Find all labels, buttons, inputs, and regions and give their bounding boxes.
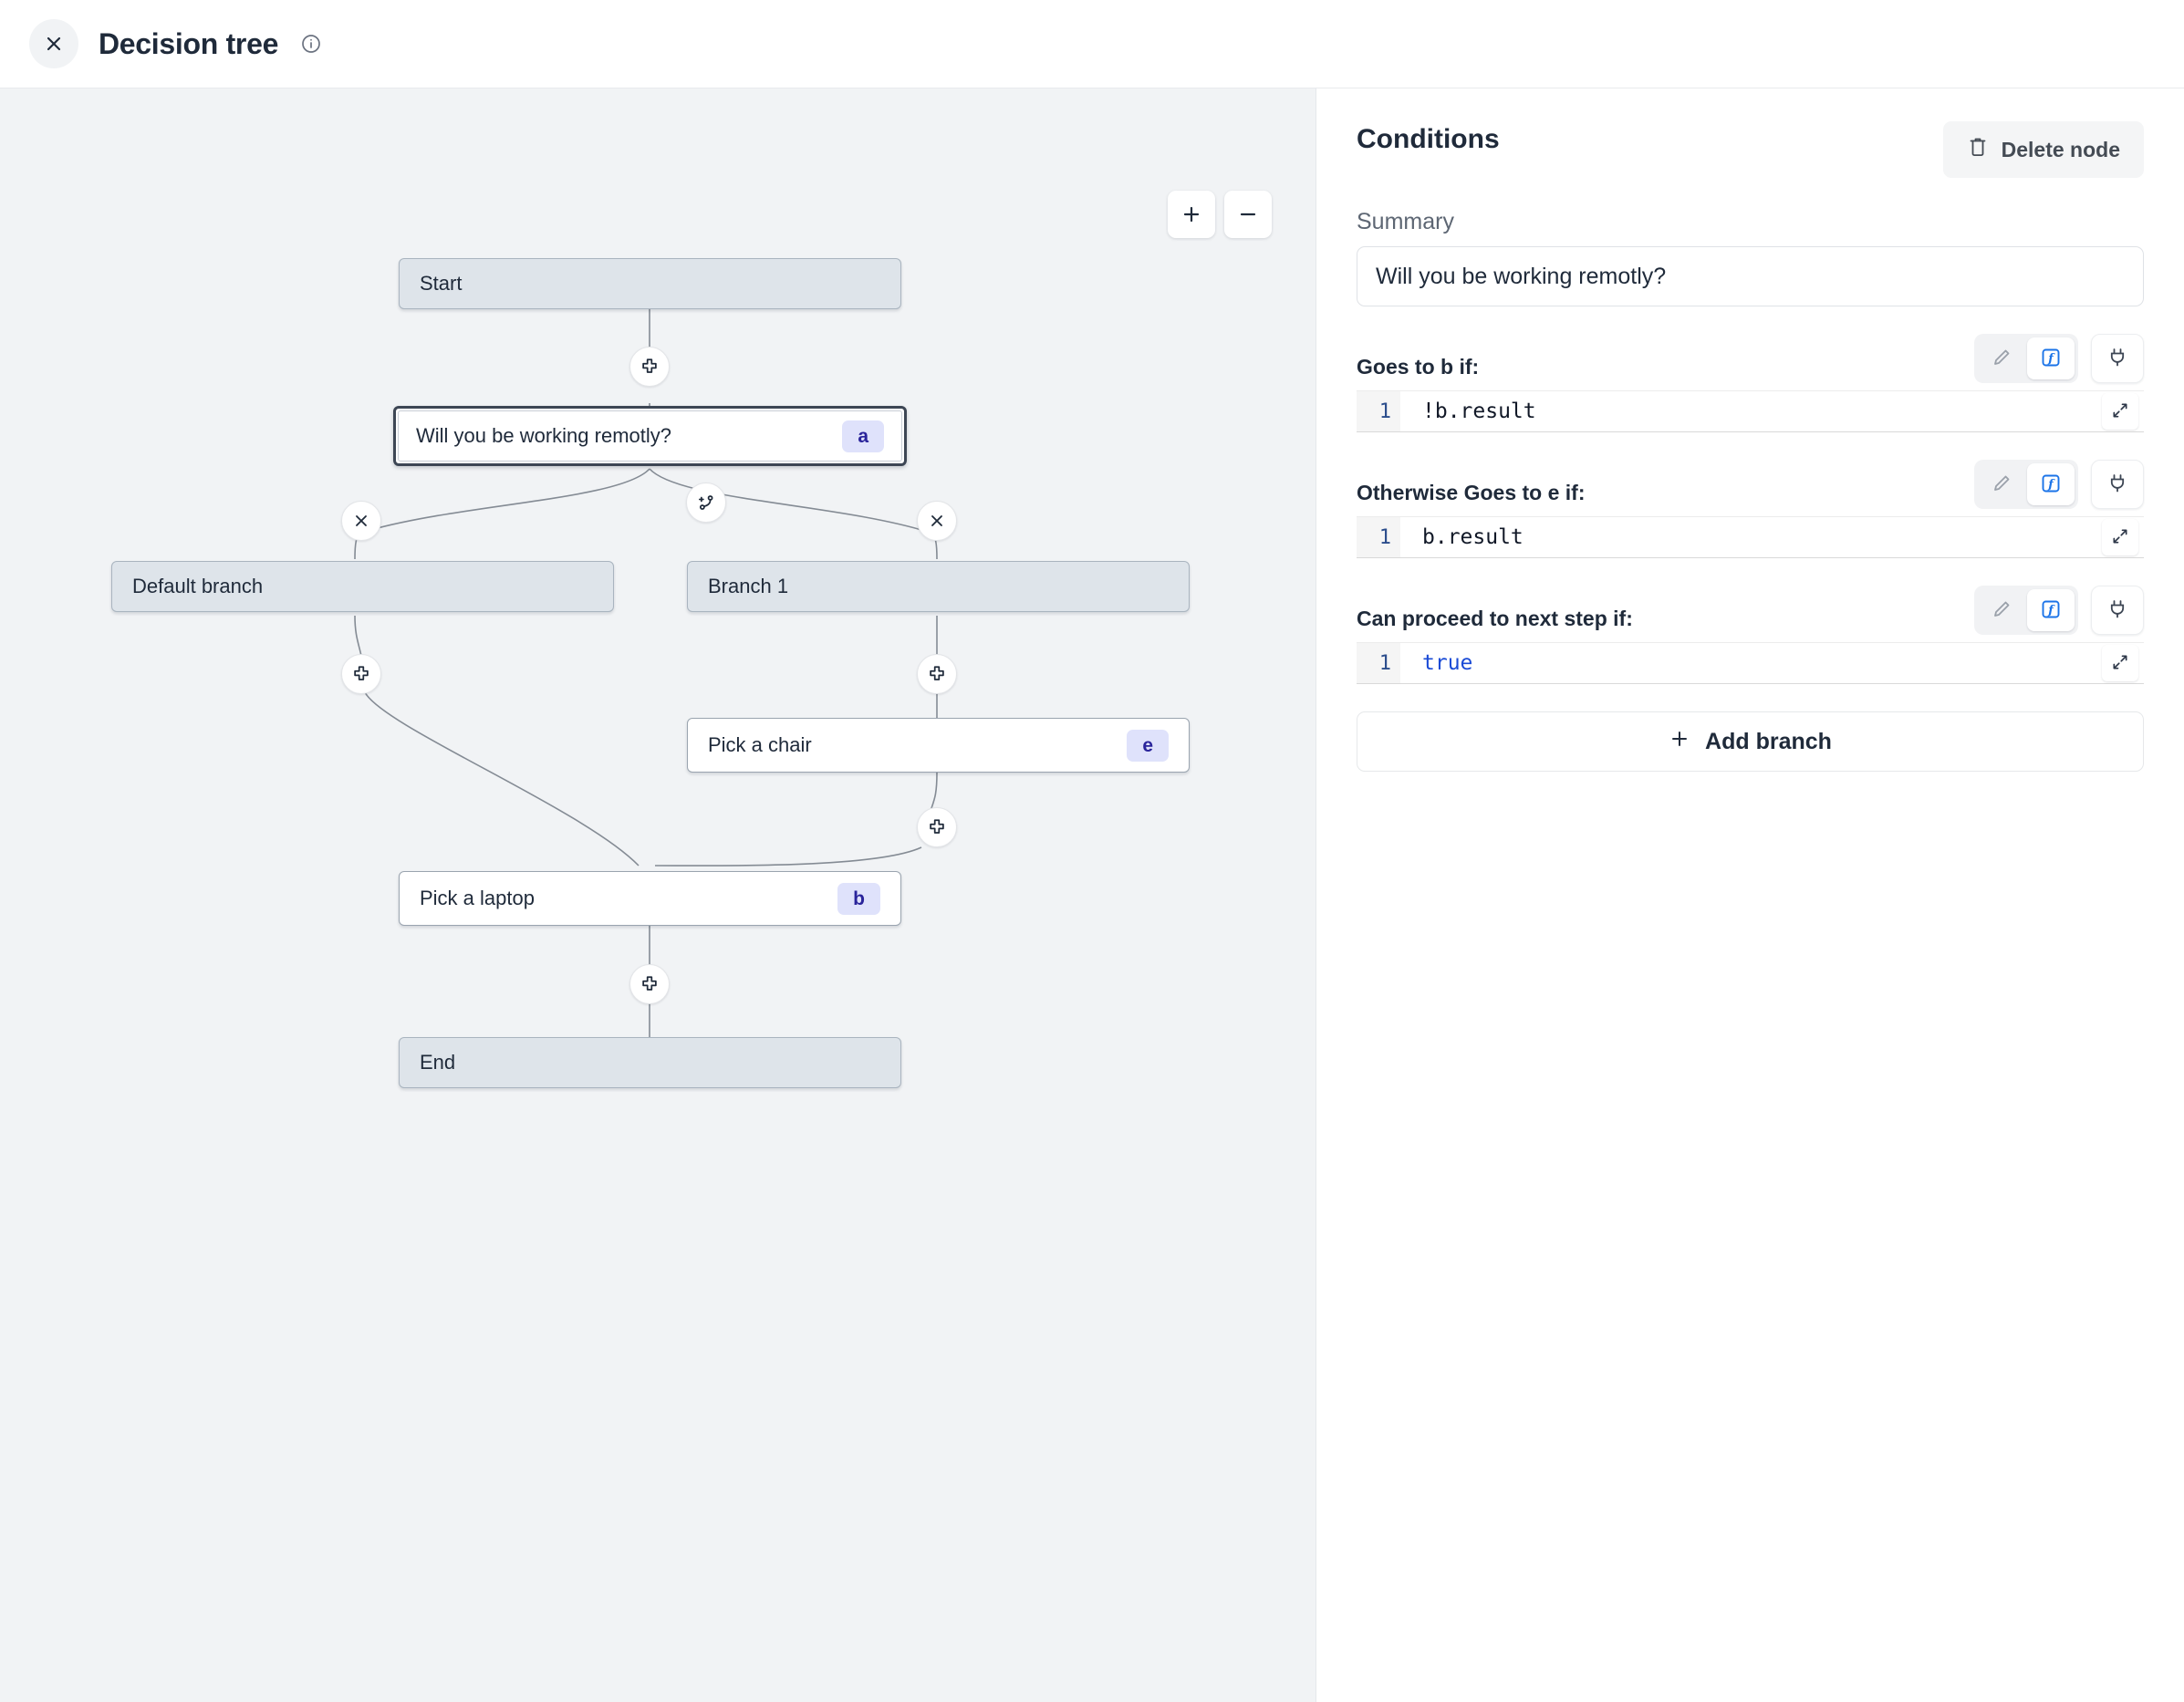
function-icon: f bbox=[2040, 347, 2062, 371]
node-badge: e bbox=[1127, 729, 1169, 762]
function-icon: f bbox=[2040, 598, 2062, 623]
line-number: 1 bbox=[1357, 643, 1400, 683]
zoom-controls bbox=[1168, 191, 1272, 238]
code-editor[interactable]: 1 true bbox=[1357, 642, 2144, 684]
zoom-in-button[interactable] bbox=[1168, 191, 1215, 238]
node-label: Branch 1 bbox=[708, 575, 789, 597]
code-text: true bbox=[1422, 651, 1473, 675]
summary-input[interactable] bbox=[1357, 246, 2144, 306]
plus-icon bbox=[1669, 728, 1690, 756]
conditions-panel: Conditions Delete node Summary Goes to b… bbox=[1316, 88, 2184, 1702]
svg-text:f: f bbox=[2047, 604, 2055, 617]
add-node-handle-start[interactable] bbox=[629, 347, 670, 387]
node-badge: b bbox=[837, 882, 880, 915]
condition-tools: f bbox=[1974, 334, 2144, 383]
condition-row: Otherwise Goes to e if: bbox=[1357, 460, 2144, 509]
plug-icon bbox=[2106, 597, 2128, 624]
flow-node-default-branch[interactable]: Default branch bbox=[111, 561, 614, 612]
node-label: Default branch bbox=[132, 575, 264, 597]
pencil-mode-button[interactable] bbox=[1978, 463, 2025, 505]
trash-icon bbox=[1967, 135, 1989, 164]
add-node-handle-chair[interactable] bbox=[917, 807, 957, 847]
expand-icon bbox=[2111, 653, 2129, 674]
pencil-icon bbox=[1991, 347, 2012, 371]
panel-header: Conditions Delete node bbox=[1357, 121, 2144, 178]
app-body: Start Will you be working remotly? a bbox=[0, 88, 2184, 1702]
flow-node-pick-a-chair[interactable]: Pick a chair e bbox=[687, 718, 1190, 773]
flow-node-branch-1[interactable]: Branch 1 bbox=[687, 561, 1190, 612]
remove-branch-handle-left[interactable] bbox=[341, 501, 381, 541]
expand-icon bbox=[2111, 527, 2129, 548]
add-branch-button[interactable]: Add branch bbox=[1357, 711, 2144, 772]
code-editor[interactable]: 1 !b.result bbox=[1357, 390, 2144, 432]
editor-mode-toggle: f bbox=[1974, 586, 2078, 635]
flow-canvas[interactable]: Start Will you be working remotly? a bbox=[0, 88, 1316, 1702]
app-header: Decision tree bbox=[0, 0, 2184, 88]
pencil-mode-button[interactable] bbox=[1978, 337, 2025, 379]
condition-label: Otherwise Goes to e if: bbox=[1357, 481, 1586, 504]
expand-editor-button[interactable] bbox=[2102, 519, 2138, 555]
close-button[interactable] bbox=[29, 19, 78, 68]
connect-button[interactable] bbox=[2091, 460, 2144, 509]
node-badge: a bbox=[842, 420, 884, 452]
condition-tools: f bbox=[1974, 586, 2144, 635]
node-label: Pick a laptop bbox=[420, 887, 535, 909]
code-editor[interactable]: 1 b.result bbox=[1357, 516, 2144, 558]
condition-block-can-proceed: Can proceed to next step if: bbox=[1357, 586, 2144, 684]
line-number: 1 bbox=[1357, 517, 1400, 557]
info-icon[interactable] bbox=[300, 33, 322, 55]
svg-text:f: f bbox=[2047, 352, 2055, 366]
editor-mode-toggle: f bbox=[1974, 460, 2078, 509]
expand-editor-button[interactable] bbox=[2102, 645, 2138, 681]
plug-icon bbox=[2106, 472, 2128, 498]
line-number: 1 bbox=[1357, 391, 1400, 431]
summary-label: Summary bbox=[1357, 209, 1454, 234]
condition-label: Goes to b if: bbox=[1357, 355, 1480, 379]
node-label: Start bbox=[420, 272, 463, 295]
node-label: End bbox=[420, 1051, 456, 1074]
flow-node-start[interactable]: Start bbox=[399, 258, 901, 309]
function-icon: f bbox=[2040, 472, 2062, 497]
panel-title: Conditions bbox=[1357, 124, 1500, 154]
condition-block-goes-to-b: Goes to b if: bbox=[1357, 334, 2144, 432]
function-mode-button[interactable]: f bbox=[2027, 337, 2075, 379]
condition-row: Goes to b if: bbox=[1357, 334, 2144, 383]
close-icon bbox=[43, 33, 65, 55]
code-text: b.result bbox=[1422, 525, 1524, 549]
plug-icon bbox=[2106, 346, 2128, 372]
add-node-handle-branch1[interactable] bbox=[917, 654, 957, 694]
zoom-out-button[interactable] bbox=[1224, 191, 1272, 238]
condition-label: Can proceed to next step if: bbox=[1357, 607, 1633, 630]
svg-text:f: f bbox=[2047, 478, 2055, 492]
node-label: Pick a chair bbox=[708, 733, 812, 756]
pencil-icon bbox=[1991, 598, 2012, 623]
add-branch-handle[interactable] bbox=[686, 483, 726, 523]
flow-node-end[interactable]: End bbox=[399, 1037, 901, 1088]
function-mode-button[interactable]: f bbox=[2027, 589, 2075, 631]
page-title: Decision tree bbox=[99, 26, 279, 60]
flow-node-pick-a-laptop[interactable]: Pick a laptop b bbox=[399, 871, 901, 926]
add-node-handle-default[interactable] bbox=[341, 654, 381, 694]
add-node-handle-laptop[interactable] bbox=[629, 964, 670, 1004]
expand-editor-button[interactable] bbox=[2102, 393, 2138, 430]
condition-block-otherwise-goes-to-e: Otherwise Goes to e if: bbox=[1357, 460, 2144, 558]
node-label: Will you be working remotly? bbox=[416, 424, 671, 447]
delete-node-button[interactable]: Delete node bbox=[1942, 121, 2144, 178]
editor-mode-toggle: f bbox=[1974, 334, 2078, 383]
pencil-icon bbox=[1991, 472, 2012, 497]
connect-button[interactable] bbox=[2091, 586, 2144, 635]
remove-branch-handle-right[interactable] bbox=[917, 501, 957, 541]
connect-button[interactable] bbox=[2091, 334, 2144, 383]
expand-icon bbox=[2111, 401, 2129, 422]
pencil-mode-button[interactable] bbox=[1978, 589, 2025, 631]
delete-node-label: Delete node bbox=[2001, 137, 2120, 161]
code-text: !b.result bbox=[1422, 400, 1536, 423]
function-mode-button[interactable]: f bbox=[2027, 463, 2075, 505]
condition-tools: f bbox=[1974, 460, 2144, 509]
condition-row: Can proceed to next step if: bbox=[1357, 586, 2144, 635]
add-branch-label: Add branch bbox=[1705, 728, 1832, 754]
flow-node-condition-a[interactable]: Will you be working remotly? a bbox=[393, 406, 907, 466]
